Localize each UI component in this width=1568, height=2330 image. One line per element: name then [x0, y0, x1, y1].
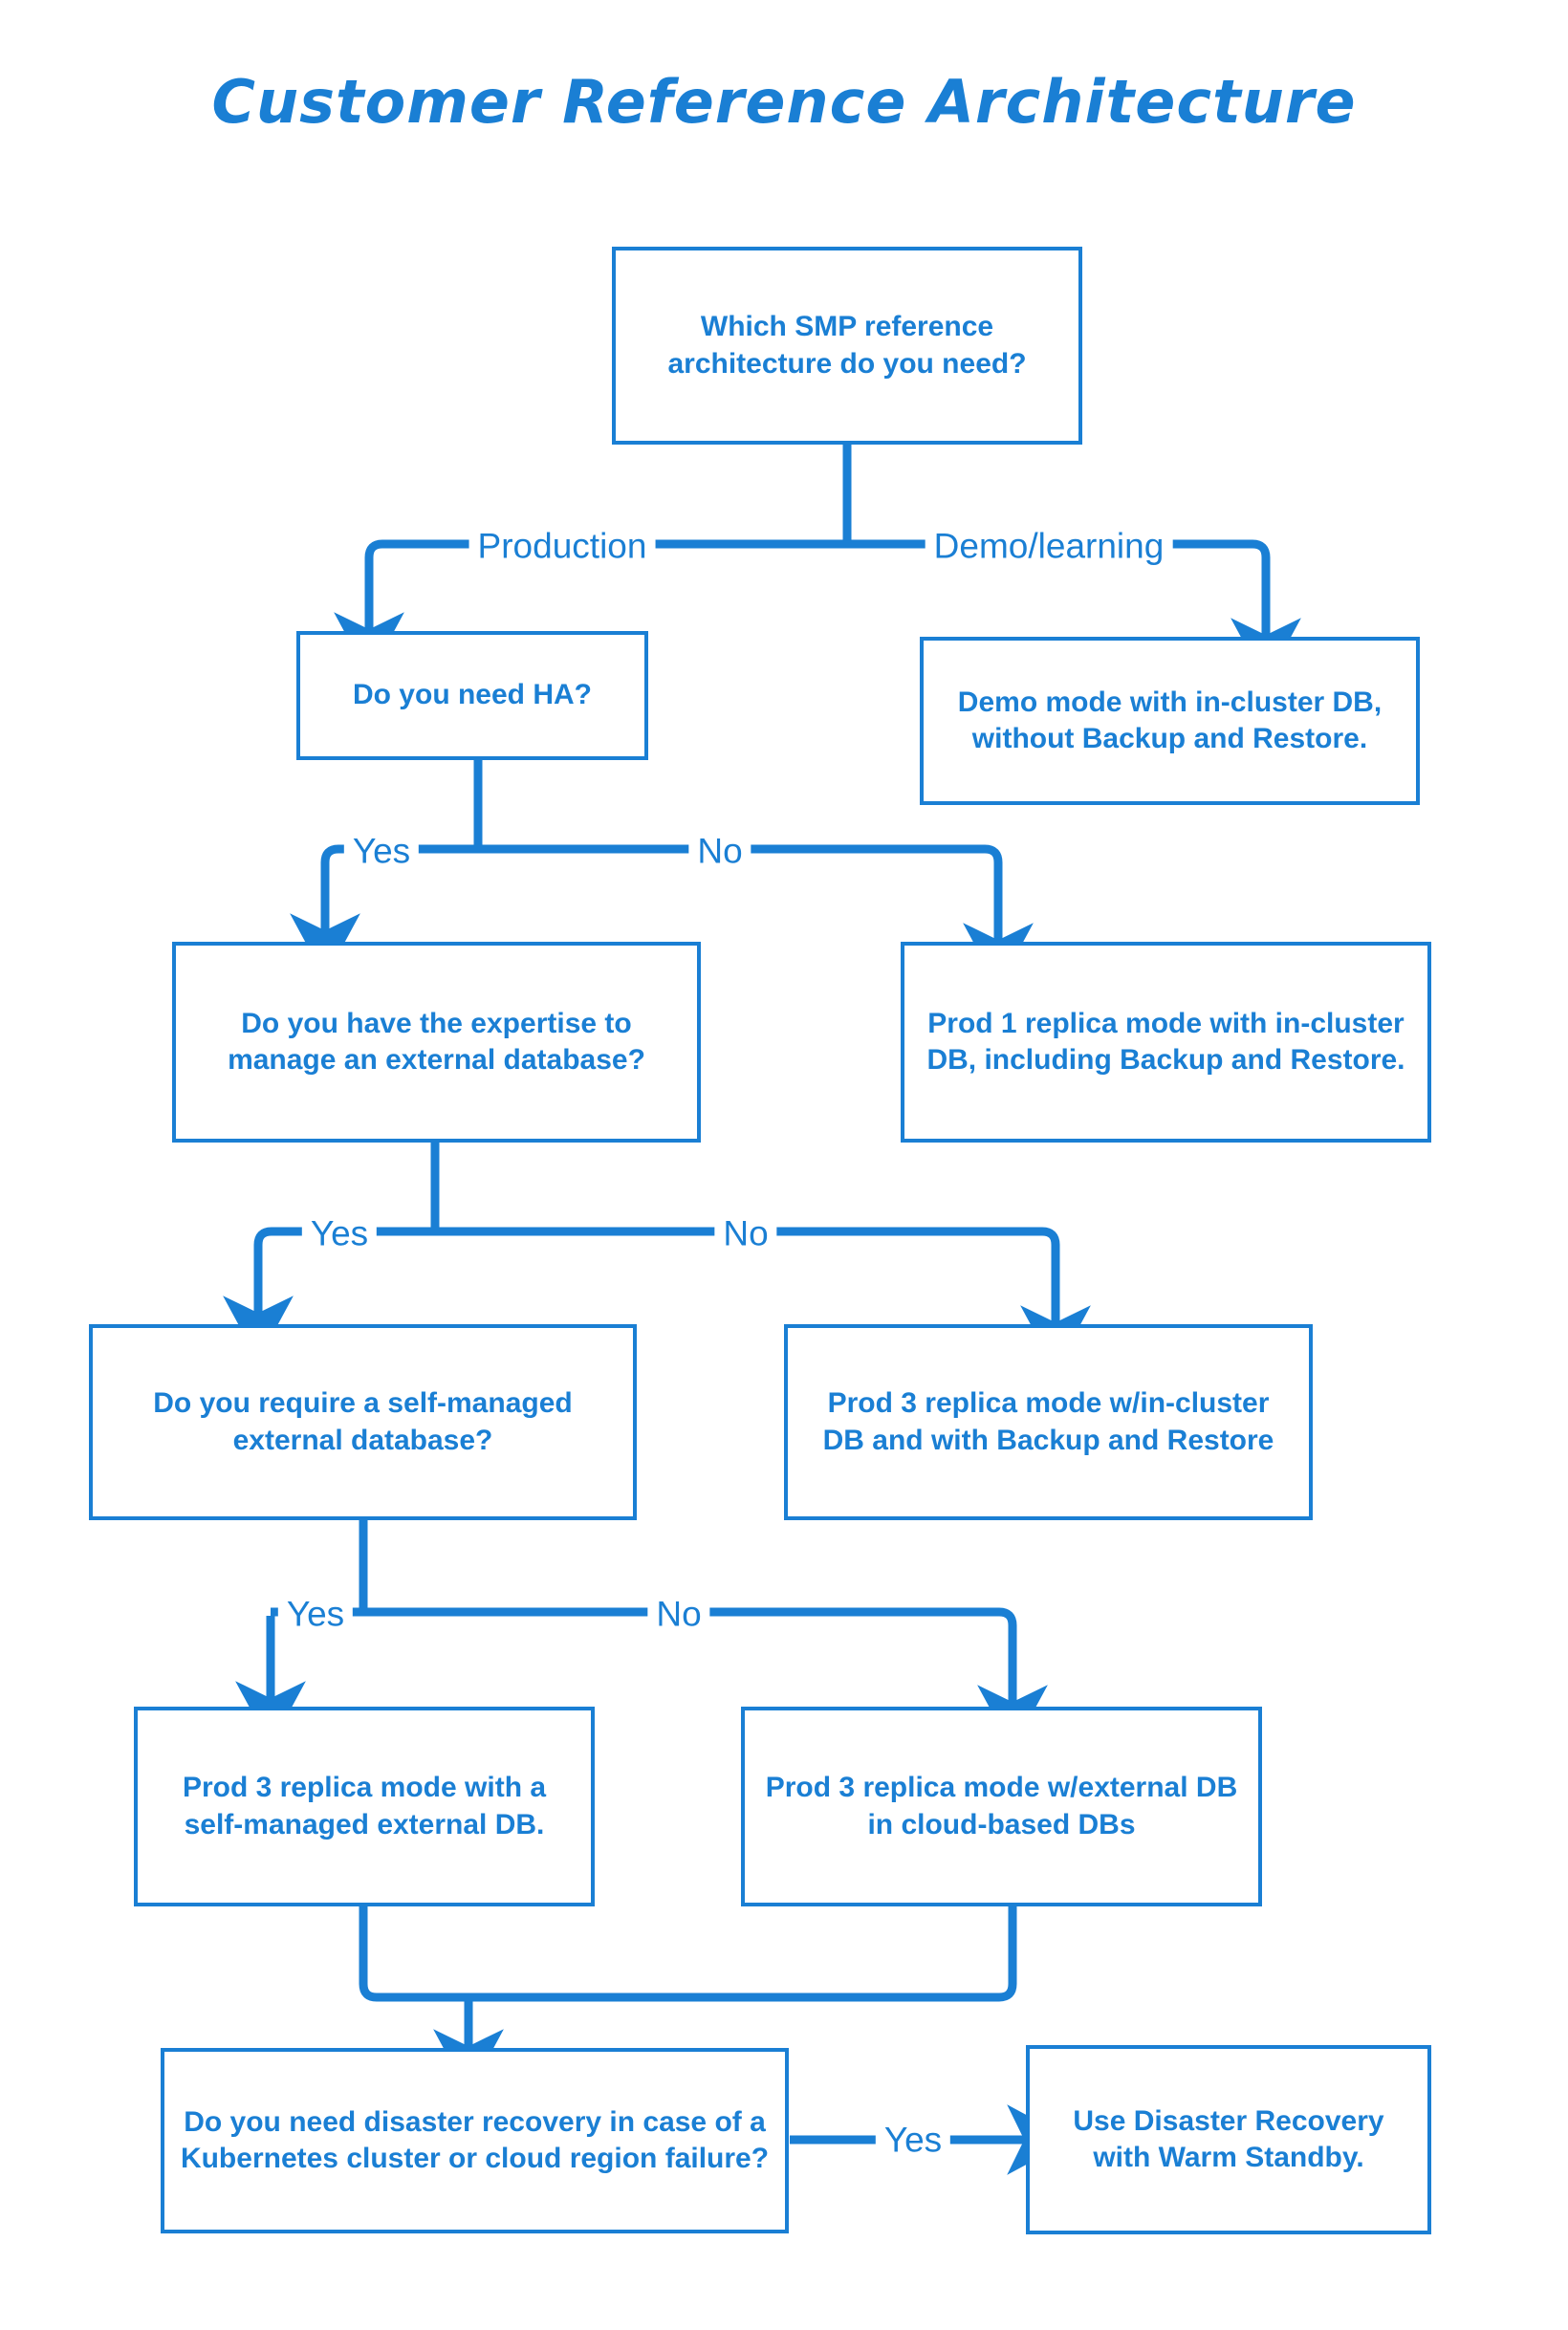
- node-need-ha[interactable]: Do you need HA?: [296, 631, 648, 760]
- page-title: Customer Reference Architecture: [211, 67, 1357, 137]
- node-prod1-replica[interactable]: Prod 1 replica mode with in-cluster DB, …: [901, 942, 1431, 1143]
- node-use-disaster-recovery[interactable]: Use Disaster Recovery with Warm Standby.: [1026, 2045, 1431, 2234]
- node-demo-mode-label: Demo mode with in-cluster DB, without Ba…: [957, 686, 1383, 754]
- edge-merge-right: [468, 1906, 1017, 2002]
- node-external-db-expertise-label: Do you have the expertise to manage an e…: [228, 1007, 645, 1076]
- edge-label-production: Production: [468, 528, 656, 564]
- edge-label-selfmanaged-no: No: [647, 1596, 710, 1632]
- node-prod3-incluster[interactable]: Prod 3 replica mode w/in-cluster DB and …: [784, 1324, 1313, 1520]
- node-prod3-cloud-db[interactable]: Prod 3 replica mode w/external DB in clo…: [741, 1707, 1262, 1906]
- edge-selfmanaged-branch-bar: [271, 1607, 1017, 1666]
- node-need-disaster-recovery-label: Do you need disaster recovery in case of…: [180, 2105, 770, 2174]
- edge-label-ha-no: No: [688, 833, 751, 869]
- node-need-disaster-recovery[interactable]: Do you need disaster recovery in case of…: [161, 2048, 789, 2233]
- node-require-self-managed-db[interactable]: Do you require a self-managed external d…: [89, 1324, 637, 1520]
- node-demo-mode[interactable]: Demo mode with in-cluster DB, without Ba…: [920, 637, 1420, 805]
- node-which-architecture-label: Which SMP reference architecture do you …: [667, 311, 1027, 380]
- edge-label-demo-learning: Demo/learning: [925, 528, 1173, 564]
- node-external-db-expertise[interactable]: Do you have the expertise to manage an e…: [172, 942, 701, 1143]
- edge-label-selfmanaged-yes: Yes: [277, 1596, 354, 1632]
- node-use-disaster-recovery-label: Use Disaster Recovery with Warm Standby.: [1073, 2104, 1384, 2173]
- node-prod3-cloud-db-label: Prod 3 replica mode w/external DB in clo…: [765, 1772, 1238, 1840]
- node-prod3-self-managed-label: Prod 3 replica mode with a self-managed …: [182, 1772, 547, 1840]
- node-require-self-managed-db-label: Do you require a self-managed external d…: [153, 1387, 573, 1456]
- edge-label-expertise-yes: Yes: [301, 1215, 378, 1252]
- node-which-architecture[interactable]: Which SMP reference architecture do you …: [612, 247, 1082, 445]
- edge-merge-left: [359, 1906, 468, 2002]
- node-need-ha-label: Do you need HA?: [352, 679, 592, 711]
- edge-label-expertise-no: No: [714, 1215, 777, 1252]
- edge-ha-branch-bar: [320, 844, 1003, 897]
- edge-label-dr-yes: Yes: [875, 2122, 951, 2158]
- edge-label-ha-yes: Yes: [343, 833, 420, 869]
- node-prod1-replica-label: Prod 1 replica mode with in-cluster DB, …: [926, 1007, 1405, 1076]
- edge-expertise-branch-bar: [253, 1227, 1060, 1279]
- node-prod3-self-managed[interactable]: Prod 3 replica mode with a self-managed …: [134, 1707, 595, 1906]
- node-prod3-incluster-label: Prod 3 replica mode w/in-cluster DB and …: [822, 1387, 1274, 1456]
